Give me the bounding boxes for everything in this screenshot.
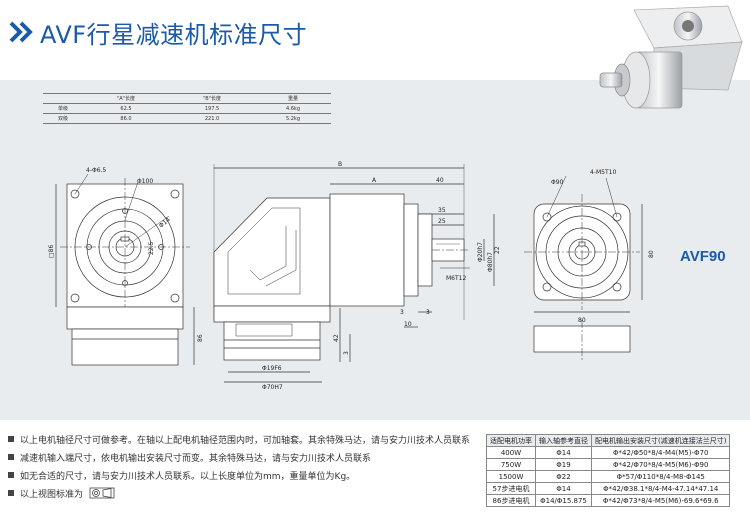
dim-label: 80 <box>648 250 655 258</box>
table-cell: 221.0 <box>169 113 255 124</box>
dim-label: 40 <box>436 177 444 184</box>
dim-label: 25 <box>438 218 446 225</box>
table-cell: 400W <box>486 446 536 459</box>
table-cell: 57步进电机 <box>486 482 536 495</box>
dim-label: Φ20h7 <box>477 242 484 262</box>
dim-label: □86 <box>48 245 55 258</box>
dim-label: Φ90 <box>551 179 564 186</box>
table-cell: Φ14 <box>535 446 592 459</box>
table-row: 86步进电机 Φ14/Φ15.875 Φ*42/Φ73*8/4-M5(M6)-6… <box>486 494 731 507</box>
dim-label: 3 <box>426 309 430 316</box>
front-view <box>524 175 643 360</box>
table-cell: 5.2kg <box>255 113 331 124</box>
list-item: 减速机输入端尺寸，依电机输出安装尺寸而变。其余特殊马达，请与安力川技术人员联系 <box>8 448 470 466</box>
bullet-icon <box>8 490 14 496</box>
dim-label: 35 <box>438 207 446 214</box>
dim-label: 3 <box>343 351 350 355</box>
list-item: 以上电机轴径尺寸可做参考。在轴以上配电机轴径范围内时，可加轴套。其余特殊马达，请… <box>8 430 470 448</box>
dim-label: Φ19F6 <box>262 365 282 372</box>
dim-label: 22.5 <box>148 241 155 255</box>
table-cell: 86步进电机 <box>486 494 536 507</box>
table-row: 双级 86.0 221.0 5.2kg <box>43 113 331 124</box>
dim-label: M6T12 <box>446 275 466 282</box>
table-cell: Φ*42/Φ38.1*8/4-M4-47.14*47.14 <box>590 482 731 495</box>
table-cell: Φ14 <box>535 482 592 495</box>
model-label: AVF90 <box>680 248 726 265</box>
table-header: 配电机输出安装尺寸(减速机连接法兰尺寸) <box>590 434 731 447</box>
table-row: 400W Φ14 Φ*42/Φ50*8/4-M4(M5)-Φ70 <box>486 446 731 459</box>
list-item: 以上视图标准为 <box>8 484 470 502</box>
note-text: 减速机输入端尺寸，依电机输出安装尺寸而变。其余特殊马达，请与安力川技术人员联系 <box>20 453 372 464</box>
dim-label: 42 <box>333 334 340 342</box>
dim-label: 10 <box>404 321 412 328</box>
projection-symbol-icon <box>89 487 115 499</box>
table-cell: Φ*42/Φ70*8/4-M5(M6)-Φ90 <box>590 458 731 471</box>
table-cell: Φ19 <box>535 458 592 471</box>
notes-list: 以上电机轴径尺寸可做参考。在轴以上配电机轴径范围内时，可加轴套。其余特殊马达，请… <box>8 430 470 502</box>
table-cell: Φ*42/Φ50*8/4-M4(M5)-Φ70 <box>590 446 731 459</box>
table-cell: 双级 <box>43 113 83 124</box>
product-photo <box>599 5 743 109</box>
table-cell: Φ*42/Φ73*8/4-M5(M6)-69.6*69.6 <box>590 494 731 507</box>
table-header-row: 适配电机功率 输入轴参考直径 配电机输出安装尺寸(减速机连接法兰尺寸) <box>486 434 731 447</box>
table-cell: Φ22 <box>535 470 592 483</box>
table-cell: Φ14/Φ15.875 <box>535 494 592 507</box>
table-row: 750W Φ19 Φ*42/Φ70*8/4-M5(M6)-Φ90 <box>486 458 731 471</box>
table-cell: Φ*57/Φ110*8/4-M8-Φ145 <box>590 470 731 483</box>
table-row: 57步进电机 Φ14 Φ*42/Φ38.1*8/4-M4-47.14*47.14 <box>486 482 731 495</box>
middle-view <box>213 164 495 383</box>
length-spec-table: "A"长度 "B"长度 重量 单级 62.5 197.5 4.6kg 双级 86… <box>43 93 331 124</box>
note-text: 以上视图标准为 <box>20 489 84 500</box>
dim-label: 4-Φ6.5 <box>86 167 106 174</box>
dim-label: 3 <box>400 309 404 316</box>
dim-label: B <box>338 161 342 168</box>
dim-label: A <box>372 177 377 184</box>
table-row: 1500W Φ22 Φ*57/Φ110*8/4-M8-Φ145 <box>486 470 731 483</box>
bullet-icon <box>8 454 14 460</box>
dim-label: Φ80h7 <box>487 252 494 272</box>
dim-label: 80 <box>578 317 586 324</box>
bullet-icon <box>8 436 14 442</box>
list-item: 如无合适的尺寸，请与安力川技术人员联系。以上长度单位为mm，重量单位为Kg。 <box>8 466 470 484</box>
dim-label: 22 <box>494 246 501 254</box>
technical-drawing: 4-Φ6.5 Φ100 Φ14 22.5 □86 86 <box>48 161 655 391</box>
double-chevron-icon <box>9 21 33 43</box>
dim-label: 86 <box>197 334 204 342</box>
side-view <box>55 173 195 366</box>
dim-label: Φ70H7 <box>262 384 283 391</box>
note-text: 如无合适的尺寸，请与安力川技术人员联系。以上长度单位为mm，重量单位为Kg。 <box>20 471 356 482</box>
motor-adapter-table: 适配电机功率 输入轴参考直径 配电机输出安装尺寸(减速机连接法兰尺寸) 400W… <box>486 434 731 507</box>
page-title: AVF行星减速机标准尺寸 <box>40 20 308 49</box>
dim-label: Φ100 <box>137 178 153 185</box>
table-cell: 750W <box>486 458 536 471</box>
page-header: AVF行星减速机标准尺寸 <box>8 14 307 50</box>
dim-label: 4-M5T10 <box>590 169 616 176</box>
table-cell: 86.0 <box>83 113 169 124</box>
table-header: 适配电机功率 <box>486 434 536 447</box>
table-cell: 1500W <box>486 470 536 483</box>
note-text: 以上电机轴径尺寸可做参考。在轴以上配电机轴径范围内时，可加轴套。其余特殊马达，请… <box>20 435 471 446</box>
table-header: 输入轴参考直径 <box>535 434 592 447</box>
bullet-icon <box>8 472 14 478</box>
